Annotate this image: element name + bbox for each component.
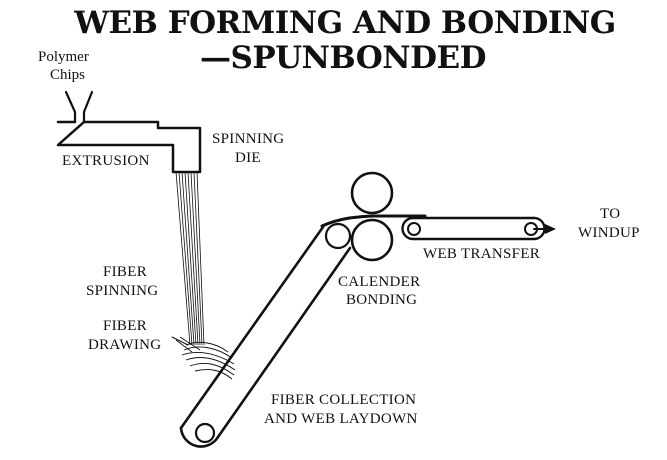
- collection-belt: [179, 222, 352, 448]
- calender-roll-lower: [350, 218, 394, 262]
- label-web-transfer: WEB TRANSFER: [423, 246, 540, 262]
- belt-roller-top: [324, 222, 352, 250]
- label-fiber-spinning-1: FIBER: [103, 264, 147, 280]
- extruder-barrel: [56, 120, 202, 174]
- label-spinning-die-1: SPINNING: [212, 131, 284, 147]
- label-fiber-collection-2: AND WEB LAYDOWN: [264, 411, 418, 427]
- label-extrusion: EXTRUSION: [62, 153, 150, 169]
- label-spinning-die-2: DIE: [235, 150, 261, 166]
- label-fiber-collection-1: FIBER COLLECTION: [271, 392, 416, 408]
- label-polymer-chips-2: Chips: [50, 67, 85, 83]
- label-to-windup-2: WINDUP: [578, 225, 640, 241]
- label-calender-bonding-1: CALENDER: [338, 274, 420, 290]
- title-line-2: —SPUNBONDED: [200, 40, 486, 76]
- title-line-1: WEB FORMING AND BONDING: [73, 5, 616, 41]
- label-fiber-drawing-2: DRAWING: [88, 337, 161, 353]
- transfer-belt: [401, 216, 546, 241]
- label-fiber-drawing-1: FIBER: [103, 318, 147, 334]
- to-windup-arrow: [533, 224, 556, 234]
- label-calender-bonding-2: BONDING: [346, 292, 417, 308]
- label-to-windup-1: TO: [600, 206, 620, 222]
- label-fiber-spinning-2: SPINNING: [86, 283, 158, 299]
- spun-fibers: [175, 171, 205, 346]
- web-line: [320, 214, 427, 228]
- hopper-funnel: [64, 90, 94, 124]
- transfer-roller-left: [407, 222, 421, 236]
- label-polymer-chips-1: Polymer: [38, 49, 89, 65]
- belt-roller-bottom: [194, 422, 216, 444]
- calender-roll-upper: [350, 171, 394, 215]
- fiber-drawing-leader: [171, 336, 189, 346]
